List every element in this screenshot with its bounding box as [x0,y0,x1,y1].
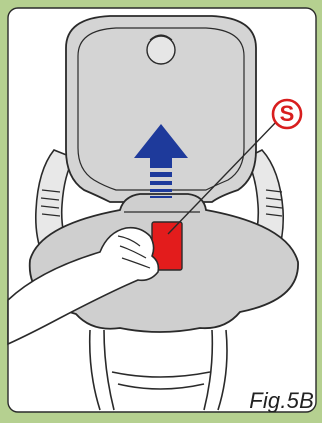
figure-caption: Fig.5B [249,388,314,414]
part-marker-label: S [272,99,302,129]
